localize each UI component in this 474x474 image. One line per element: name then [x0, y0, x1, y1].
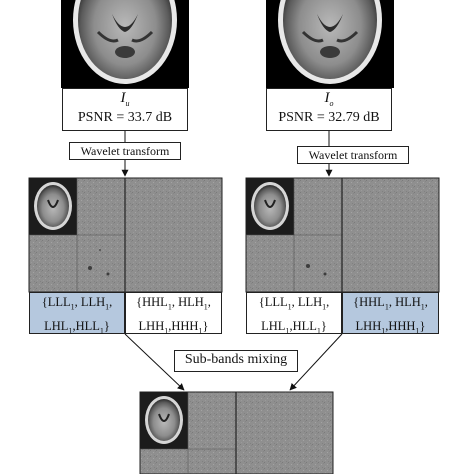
wavelet-decomposition-mixed: [139, 391, 334, 474]
caption-box-left: [62, 88, 188, 131]
subbands-mixing-label: Sub-bands mixing: [174, 350, 298, 372]
subband-high-right-line1: {HHL1, HLH1,: [353, 295, 428, 312]
image-label-left: Iu: [63, 90, 187, 108]
mri-image-right: [266, 0, 394, 88]
symbol-right-sub: o: [329, 99, 334, 108]
subband-high-left-line1: {HHL1, HLH1,: [136, 295, 211, 312]
symbol-left: I: [120, 90, 126, 106]
subband-low-right-line1: {LLL1, LLH1,: [258, 295, 330, 312]
subband-low-right-line2: LHL1,HLL1}: [261, 318, 327, 336]
wavelet-transform-right: Wavelet transform: [297, 146, 409, 164]
psnr-right: PSNR = 32.79 dB: [278, 110, 380, 125]
wavelet-decomposition-left: [28, 177, 223, 293]
psnr-left: PSNR = 33.7 dB: [77, 110, 173, 125]
image-label-right: Io: [267, 90, 391, 108]
wavelet-decomposition-right: [245, 177, 440, 293]
mri-image-left: [61, 0, 189, 88]
subband-low-left-line2: LHL1,HLL1}: [44, 318, 110, 336]
subband-high-right: {HHL1, HLH1, LHH1,HHH1}: [342, 292, 439, 335]
subband-high-left: {HHL1, HLH1, LHH1,HHH1}: [125, 292, 222, 335]
mix-arrow-right: [289, 333, 343, 391]
subband-high-left-line2: LHH1,HHH1}: [138, 318, 209, 336]
mix-arrow-left: [124, 333, 185, 391]
subband-low-left-line1: {LLL1, LLH1,: [41, 295, 113, 312]
symbol-left-sub: u: [125, 99, 130, 108]
caption-box-right: [266, 88, 392, 131]
subband-low-right: {LLL1, LLH1, LHL1,HLL1}: [246, 292, 342, 335]
wavelet-transform-left: Wavelet transform: [69, 142, 181, 160]
subband-low-left: {LLL1, LLH1, LHL1,HLL1}: [29, 292, 125, 335]
symbol-right: I: [324, 90, 330, 106]
subband-high-right-line2: LHH1,HHH1}: [355, 318, 426, 336]
